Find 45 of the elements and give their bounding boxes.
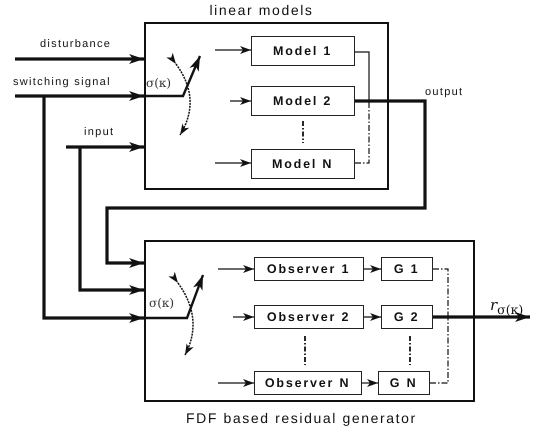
box-label: Observer N <box>264 376 350 390</box>
process-box <box>254 304 364 329</box>
arrow <box>218 265 254 273</box>
arrow <box>78 147 144 295</box>
arrow <box>215 46 251 54</box>
switch-label: σ(κ) <box>149 296 174 310</box>
process-box <box>380 304 433 329</box>
arrow <box>362 379 378 387</box>
switch-label: σ(κ) <box>146 76 172 90</box>
box-label: Model N <box>272 156 334 171</box>
process-box <box>254 256 364 281</box>
block-title: FDF based residual generator <box>186 410 417 426</box>
arrow <box>218 379 254 387</box>
connector-line <box>355 101 370 164</box>
arrow <box>433 312 530 322</box>
process-box <box>250 36 355 66</box>
connector-line <box>355 51 370 101</box>
connector-line <box>433 268 449 317</box>
box-label: Observer 2 <box>266 310 350 324</box>
arrow <box>42 96 144 323</box>
box-label: Model 1 <box>273 44 332 58</box>
process-box <box>250 86 355 116</box>
edge-label: input <box>84 126 114 139</box>
arrow <box>233 313 254 321</box>
arrow <box>215 159 251 167</box>
box-label: G 2 <box>394 310 420 324</box>
box-label: Model 2 <box>273 94 332 108</box>
arrow <box>230 97 251 105</box>
connector-line <box>430 317 449 384</box>
edge-label: output <box>425 86 464 99</box>
process-box <box>378 370 430 395</box>
process-box <box>380 256 433 281</box>
process-box <box>254 370 362 395</box>
box-label: Observer 1 <box>266 262 350 276</box>
box-label: G 1 <box>394 262 420 276</box>
process-box <box>250 148 355 179</box>
edge-label: switching signal <box>13 76 111 89</box>
block-title: linear models <box>208 2 315 18</box>
arrow <box>105 99 427 268</box>
box-label: G N <box>390 376 418 390</box>
arrow <box>15 91 144 101</box>
arrow <box>66 142 144 152</box>
arrow <box>15 54 144 64</box>
arrow <box>364 313 381 321</box>
arrow <box>364 265 381 273</box>
